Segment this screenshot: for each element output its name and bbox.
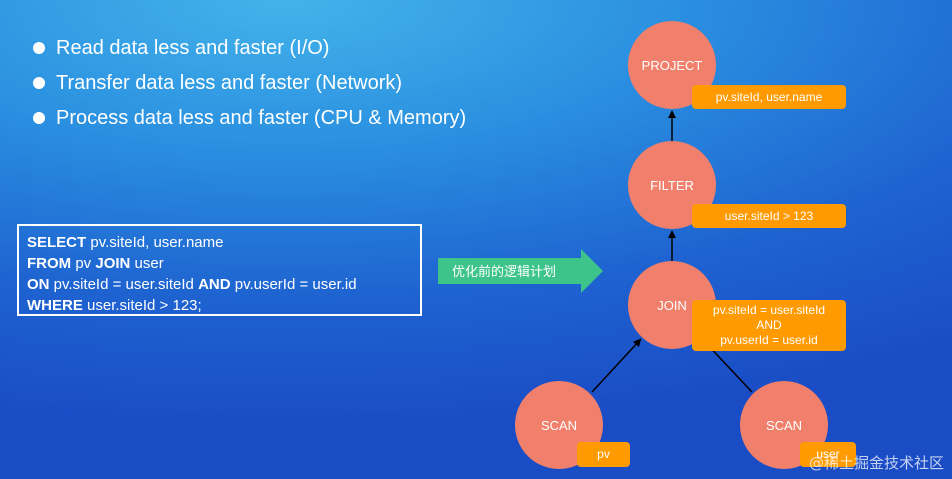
sql-line: FROM pv JOIN user [27,253,412,274]
node-label: SCAN [765,417,803,433]
sql-text: pv.siteId = user.siteId [49,276,199,293]
watermark: @稀土掘金技术社区 [808,454,944,472]
sql-line: SELECT pv.siteId, user.name [27,232,412,253]
sql-keyword: FROM [27,255,72,272]
arrow-right-icon [438,249,603,293]
project-node: PROJECT [628,21,716,109]
sql-keyword: WHERE [27,297,83,314]
arrow-label: 优化前的逻辑计划 [452,265,557,280]
tag-text: pv.siteId = user.siteId [712,303,826,317]
node-label: PROJECT [641,57,703,73]
sql-keyword: JOIN [95,255,131,272]
scan-left-tag: pv [577,442,630,467]
sql-keyword: SELECT [27,234,87,251]
scan-right-tag: user [800,442,856,467]
sql-text: user [130,255,164,272]
join-tag: pv.siteId = user.siteId AND pv.userId = … [692,300,846,351]
bullet-dot-icon [33,42,45,54]
tag-text: AND [756,318,782,332]
bullet-text: Process data less and faster (CPU & Memo… [56,107,467,129]
bullet-text: Transfer data less and faster (Network) [56,72,403,94]
tag-text: pv [597,447,610,461]
sql-text: pv.siteId, user.name [86,234,224,251]
project-tag: pv.siteId, user.name [692,85,846,109]
node-label: JOIN [657,297,687,313]
sql-text: pv.userId = user.id [230,276,357,293]
tag-text: pv.siteId, user.name [715,89,823,104]
sql-text: user.siteId > 123; [82,297,202,314]
sql-keyword: AND [198,276,231,293]
sql-line: ON pv.siteId = user.siteId AND pv.userId… [27,274,412,295]
bullet-dot-icon [33,77,45,89]
sql-query-box: SELECT pv.siteId, user.name FROM pv JOIN… [17,224,422,316]
bullet-list: Read data less and faster (I/O) Transfer… [32,34,466,139]
node-label: FILTER [650,177,694,193]
sql-keyword: ON [27,276,50,293]
sql-line: WHERE user.siteId > 123; [27,295,412,316]
bullet-item: Transfer data less and faster (Network) [32,69,466,104]
edge-scan-left-to-join [591,338,642,393]
bullet-dot-icon [33,112,45,124]
tag-text: pv.userId = user.id [720,333,818,347]
bullet-item: Process data less and faster (CPU & Memo… [32,104,466,139]
tag-text: user.siteId > 123 [724,208,814,223]
bullet-text: Read data less and faster (I/O) [56,37,330,59]
tag-text: user [816,447,840,461]
node-label: SCAN [540,417,578,433]
filter-tag: user.siteId > 123 [692,204,846,228]
bullet-item: Read data less and faster (I/O) [32,34,466,69]
sql-text: pv [71,255,96,272]
optimize-arrow: 优化前的逻辑计划 [438,249,603,293]
